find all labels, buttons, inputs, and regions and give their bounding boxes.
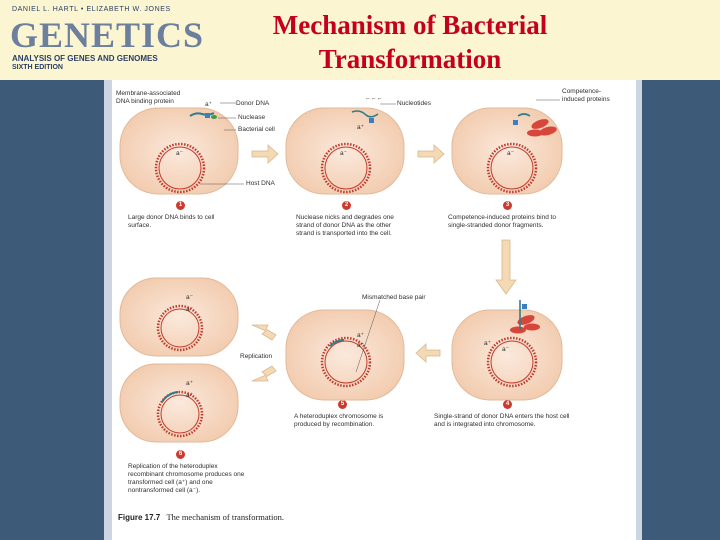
header-band: DANIEL L. HARTL • ELIZABETH W. JONES GEN…: [0, 0, 720, 80]
step-caption-2: Nuclease nicks and degrades one strand o…: [296, 214, 394, 237]
allele-a-plus-6-bottom: a⁺: [186, 380, 194, 387]
arrow-1-to-2: [251, 144, 279, 164]
slide-title-line1: Mechanism of Bacterial: [272, 10, 548, 40]
allele-a-plus-2: a⁺: [357, 124, 365, 131]
allele-a-minus-4: a⁻: [502, 346, 510, 353]
allele-a-plus-4: a⁺: [484, 340, 492, 347]
step-badge-3: 3: [503, 201, 512, 210]
cell-step-2: [285, 107, 405, 195]
label-bacterial-cell: Bacterial cell: [238, 126, 275, 133]
arrow-3-to-4: [495, 239, 517, 295]
allele-a-minus-6-top-b: a⁻: [186, 306, 194, 313]
arrow-replication-up: [251, 324, 277, 341]
arrow-replication-down: [251, 365, 277, 382]
label-mismatched-pair: Mismatched base pair: [362, 294, 426, 301]
label-replication: Replication: [240, 353, 273, 360]
label-nuclease: Nuclease: [238, 114, 266, 121]
logo-brand: GENETICS: [10, 15, 205, 55]
arrow-4-to-5: [415, 343, 441, 363]
figure-right-stripe: [636, 80, 642, 540]
cell-step-6-bottom: [119, 363, 239, 443]
step-badge-4: 4: [503, 400, 512, 409]
cell-step-4: [451, 300, 563, 401]
donor-dna-step-2: ⌐ ⌐ ⌐: [351, 96, 382, 123]
step-badge-1: 1: [176, 201, 185, 210]
step-caption-6: Replication of the heteroduplex recombin…: [128, 463, 245, 494]
figure-caption: Figure 17.7 The mechanism of transformat…: [118, 512, 284, 522]
allele-a-plus-5: a⁺: [357, 332, 365, 339]
slide-title-line2: Transformation: [318, 44, 502, 74]
allele-a-plus-6-bottom-b: a⁺: [186, 392, 194, 399]
figure-left-stripe: [104, 80, 112, 540]
cell-step-6-top: [119, 277, 239, 357]
allele-a-minus-2: a⁻: [340, 150, 348, 157]
step-badge-2: 2: [342, 201, 351, 210]
svg-text:⌐ ⌐ ⌐: ⌐ ⌐ ⌐: [366, 96, 382, 102]
figure-caption-text: The mechanism of transformation.: [166, 512, 285, 522]
label-donor-dna: Donor DNA: [236, 100, 270, 107]
step-caption-3: Competence-induced proteins bind to sing…: [448, 214, 557, 229]
label-membrane-protein: Membrane-associated DNA binding protein: [116, 90, 181, 105]
slide-title: Mechanism of Bacterial Transformation: [230, 8, 590, 76]
arrow-2-to-3: [417, 144, 445, 164]
allele-a-minus-5: a⁻: [357, 342, 365, 349]
step-caption-5: A heteroduplex chromosome is produced by…: [294, 413, 384, 428]
allele-a-plus-1: a⁺: [205, 101, 213, 108]
step-caption-4: Single-strand of donor DNA enters the ho…: [434, 413, 570, 428]
competence-proteins-step-3: [513, 113, 557, 137]
step-badge-5: 5: [338, 400, 347, 409]
logo-authors: DANIEL L. HARTL • ELIZABETH W. JONES: [12, 6, 171, 13]
logo-edition: SIXTH EDITION: [12, 64, 63, 71]
allele-a-minus-3: a⁻: [507, 150, 515, 157]
cell-step-1: [119, 107, 239, 195]
label-nucleotides: Nucleotides: [397, 100, 431, 107]
allele-a-minus-1: a⁻: [176, 150, 184, 157]
textbook-logo: DANIEL L. HARTL • ELIZABETH W. JONES GEN…: [8, 4, 208, 74]
step-badge-6: 6: [176, 450, 185, 459]
leader-lines: [200, 99, 560, 373]
logo-subtitle: ANALYSIS OF GENES AND GENOMES: [12, 54, 158, 63]
figure-number: Figure 17.7: [118, 513, 161, 522]
label-competence-proteins: Competence- induced proteins: [562, 88, 610, 103]
label-host-dna: Host DNA: [246, 180, 275, 187]
allele-a-minus-6-top: a⁻: [186, 294, 194, 301]
step-caption-1: Large donor DNA binds to cell surface.: [128, 214, 215, 229]
cell-step-3: [451, 107, 563, 195]
donor-dna-step-1: [189, 112, 217, 119]
cell-step-5: [285, 309, 405, 401]
